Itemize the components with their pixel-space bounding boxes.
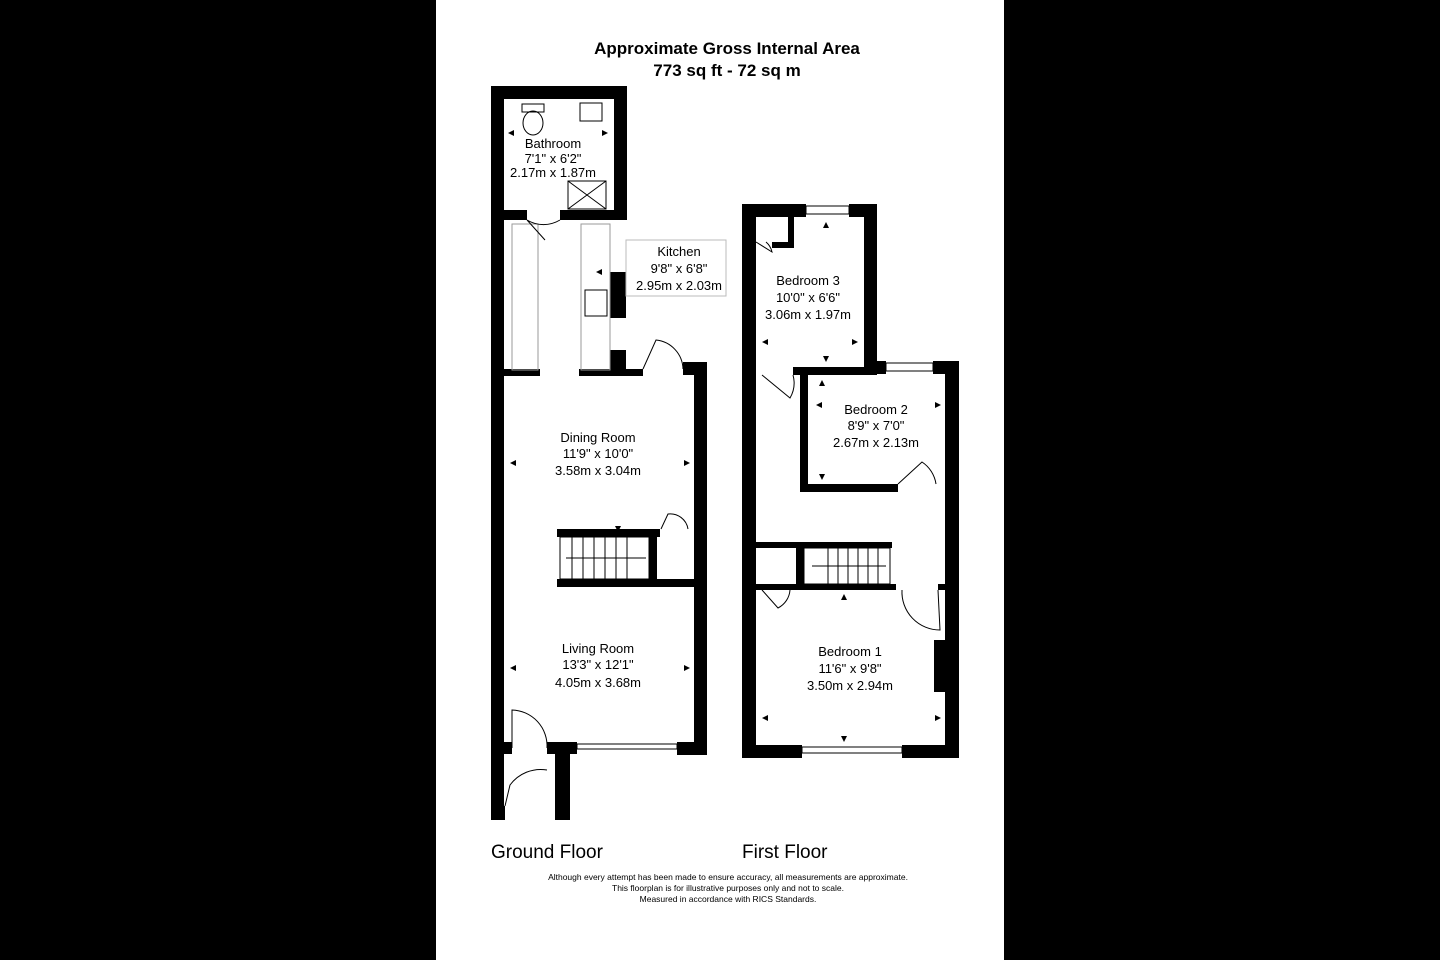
wall bbox=[649, 529, 657, 586]
bedroom3-metric: 3.06m x 1.97m bbox=[765, 307, 851, 322]
bedroom2-imperial: 8'9" x 7'0" bbox=[848, 418, 905, 433]
bedroom2-name: Bedroom 2 bbox=[844, 402, 908, 417]
wall bbox=[793, 367, 877, 375]
first-floor-plan: Bedroom 3 10'0" x 6'6" 3.06m x 1.97m Bed… bbox=[742, 204, 959, 758]
wall bbox=[683, 362, 707, 375]
wall bbox=[491, 86, 627, 99]
ground-floor-plan: Bathroom 7'1" x 6'2" 2.17m x 1.87m Kitch… bbox=[491, 86, 727, 820]
wall bbox=[504, 742, 512, 754]
wall bbox=[934, 640, 945, 692]
wall bbox=[800, 367, 808, 492]
wall bbox=[694, 362, 707, 755]
wall bbox=[547, 742, 577, 754]
bathroom-imperial: 7'1" x 6'2" bbox=[525, 151, 582, 166]
bathroom-metric: 2.17m x 1.87m bbox=[510, 165, 596, 180]
wall bbox=[557, 579, 707, 587]
window bbox=[576, 743, 678, 750]
area-title: Approximate Gross Internal Area bbox=[594, 39, 860, 58]
dining-metric: 3.58m x 3.04m bbox=[555, 463, 641, 478]
wall bbox=[938, 584, 959, 590]
living-imperial: 13'3" x 12'1" bbox=[562, 657, 634, 672]
window bbox=[625, 239, 727, 297]
wall bbox=[742, 745, 802, 758]
door bbox=[901, 589, 941, 631]
shower-tray bbox=[567, 180, 607, 210]
wall bbox=[756, 542, 796, 548]
wall bbox=[504, 369, 540, 376]
bedroom1-metric: 3.50m x 2.94m bbox=[807, 678, 893, 693]
wall bbox=[614, 86, 627, 219]
disclaimer-line-1: Although every attempt has been made to … bbox=[548, 872, 908, 882]
door bbox=[660, 513, 689, 530]
wall bbox=[579, 369, 643, 376]
door bbox=[526, 219, 561, 241]
bedroom2-metric: 2.67m x 2.13m bbox=[833, 435, 919, 450]
floorplan-sheet bbox=[436, 0, 1004, 960]
living-name: Living Room bbox=[562, 641, 634, 656]
door bbox=[761, 589, 791, 609]
wall bbox=[800, 484, 898, 492]
wall bbox=[742, 204, 806, 217]
door bbox=[642, 339, 684, 370]
wall bbox=[491, 210, 527, 220]
staircase bbox=[803, 547, 891, 585]
window bbox=[805, 205, 850, 215]
disclaimer-line-2: This floorplan is for illustrative purpo… bbox=[612, 883, 844, 893]
window bbox=[801, 746, 903, 754]
wall bbox=[555, 742, 570, 820]
wall bbox=[788, 217, 794, 247]
first-floor-label: First Floor bbox=[742, 842, 828, 863]
wall bbox=[945, 361, 959, 758]
wall bbox=[902, 745, 959, 758]
door bbox=[504, 769, 548, 807]
kitchen-counter bbox=[580, 223, 611, 371]
kitchen-name: Kitchen bbox=[657, 244, 700, 259]
living-metric: 4.05m x 3.68m bbox=[555, 675, 641, 690]
door bbox=[511, 709, 548, 749]
basin bbox=[579, 102, 603, 122]
wall bbox=[610, 350, 626, 375]
sink bbox=[584, 289, 608, 317]
dining-imperial: 11'9" x 10'0" bbox=[563, 446, 634, 461]
wall bbox=[756, 584, 896, 590]
wall bbox=[491, 806, 505, 820]
window bbox=[885, 362, 934, 372]
bedroom3-imperial: 10'0" x 6'6" bbox=[776, 290, 840, 305]
toilet bbox=[522, 110, 544, 136]
area-value: 773 sq ft - 72 sq m bbox=[653, 61, 800, 80]
wall bbox=[796, 542, 804, 588]
dining-name: Dining Room bbox=[560, 430, 635, 445]
wall bbox=[560, 210, 627, 220]
wall bbox=[804, 542, 892, 548]
wall bbox=[491, 86, 504, 820]
kitchen-metric: 2.95m x 2.03m bbox=[636, 278, 722, 293]
bedroom1-imperial: 11'6" x 9'8" bbox=[818, 661, 881, 676]
wall bbox=[772, 242, 794, 248]
bedroom1-name: Bedroom 1 bbox=[818, 644, 882, 659]
disclaimer-line-3: Measured in accordance with RICS Standar… bbox=[640, 894, 817, 904]
wall bbox=[610, 272, 626, 318]
ground-floor-label: Ground Floor bbox=[491, 842, 604, 863]
door bbox=[761, 374, 795, 399]
bathroom-name: Bathroom bbox=[525, 136, 581, 151]
wall bbox=[864, 204, 877, 374]
door bbox=[897, 461, 937, 485]
wall bbox=[557, 529, 660, 537]
kitchen-counter bbox=[511, 223, 539, 371]
kitchen-imperial: 9'8" x 6'8" bbox=[651, 261, 708, 276]
wall bbox=[742, 204, 756, 758]
bedroom3-name: Bedroom 3 bbox=[776, 273, 840, 288]
